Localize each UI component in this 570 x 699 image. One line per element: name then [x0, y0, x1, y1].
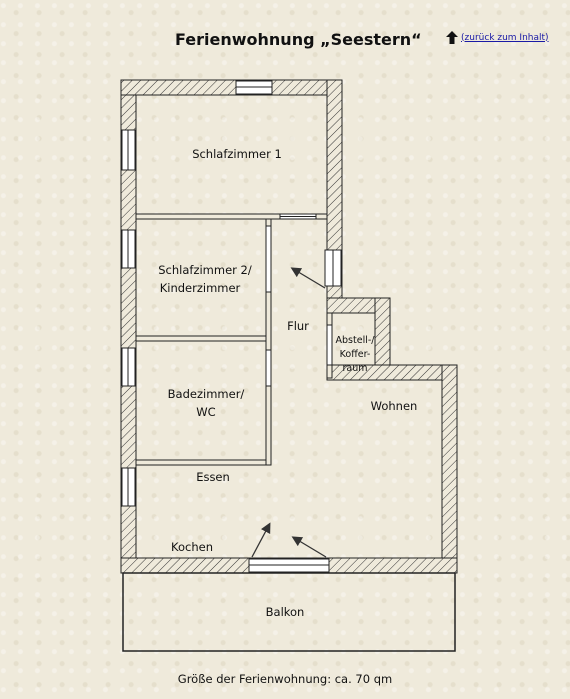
label-kochen: Kochen	[171, 540, 213, 554]
label-schlafzimmer1: Schlafzimmer 1	[192, 147, 282, 161]
label-flur: Flur	[287, 319, 309, 333]
label-schlafzimmer2-line1: Schlafzimmer 2/	[158, 263, 252, 277]
label-bad-line2: WC	[196, 405, 215, 419]
doors	[265, 213, 333, 387]
up-arrow-icon	[446, 31, 458, 44]
label-wohnen: Wohnen	[371, 399, 418, 413]
back-link-label: (zurück zum Inhalt)	[461, 32, 549, 43]
interior-walls	[135, 213, 333, 466]
label-schlafzimmer2-line2: Kinderzimmer	[160, 281, 241, 295]
balcony-outline	[122, 572, 456, 652]
windows	[121, 80, 342, 573]
label-bad-line1: Badezimmer/	[168, 387, 245, 401]
page-title: Ferienwohnung „Seestern“	[175, 30, 422, 49]
label-abstell-line2: Koffer-	[340, 349, 371, 360]
label-essen: Essen	[196, 470, 230, 484]
label-abstell-line1: Abstell-/	[336, 335, 376, 346]
label-abstell-line3: raum	[342, 363, 367, 374]
label-balkon: Balkon	[266, 605, 305, 619]
back-to-contents-link[interactable]: (zurück zum Inhalt)	[446, 31, 549, 44]
apartment-size-caption: Größe der Ferienwohnung: ca. 70 qm	[177, 672, 393, 686]
door-swing-arrows	[251, 267, 327, 558]
